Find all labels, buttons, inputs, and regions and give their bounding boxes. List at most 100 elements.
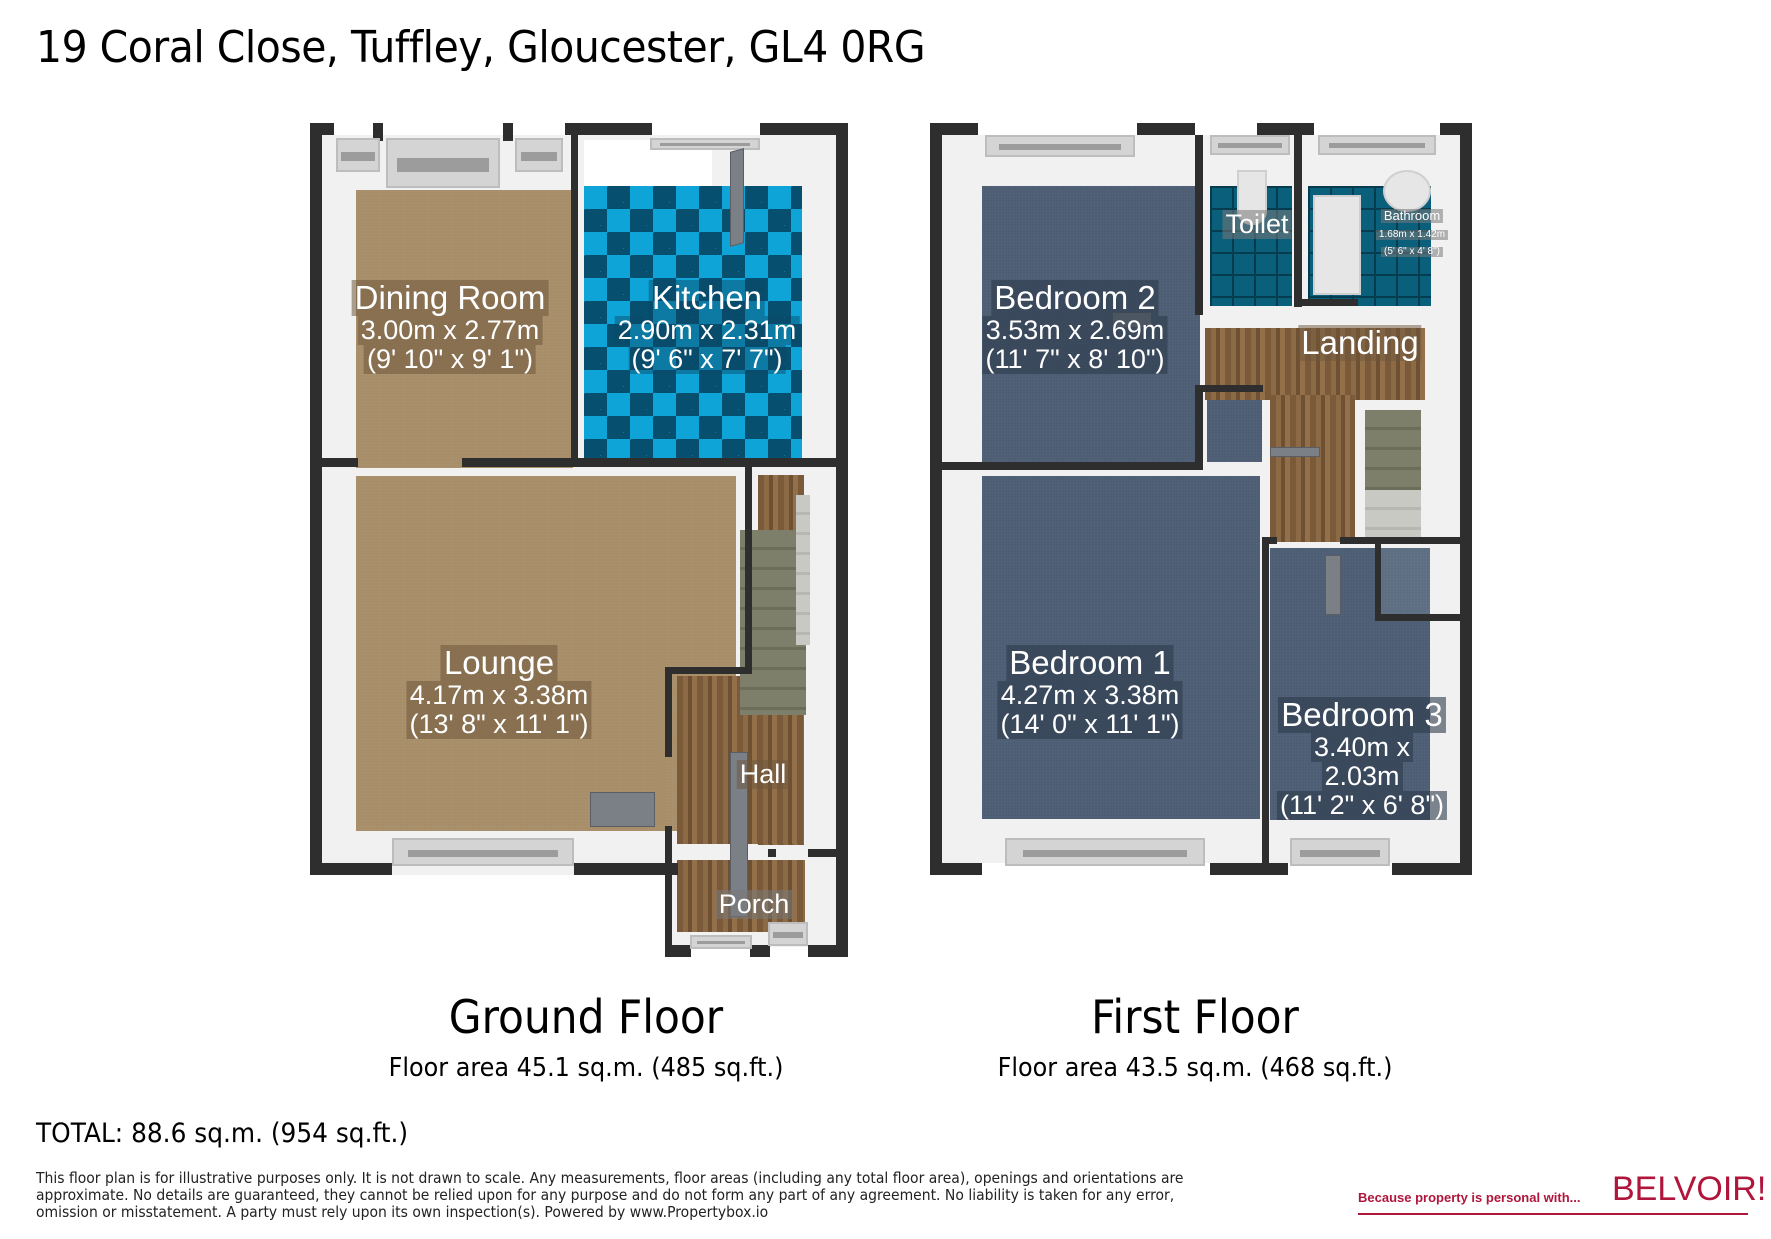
room-dimensions-metric: 1.68m x 1.42m [1375, 229, 1449, 241]
belvoir-logo: BELVOIR! [1612, 1170, 1767, 1208]
brand-tagline: Because property is personal with... [1358, 1190, 1581, 1205]
wall [574, 863, 678, 875]
patio-door [386, 138, 500, 188]
room-name: Landing [1298, 325, 1422, 361]
wall [310, 458, 358, 467]
room-label-dining-room: Dining Room 3.00m x 2.77m (9' 10" x 9' 1… [351, 280, 549, 374]
room-label-kitchen: Kitchen 2.90m x 2.31m (9' 6" x 7' 7") [614, 280, 800, 374]
window [768, 922, 808, 946]
cupboard-floor [1207, 400, 1262, 462]
wall [1262, 537, 1277, 544]
wall [745, 466, 752, 671]
wall [750, 945, 770, 957]
room-label-lounge: Lounge 4.17m x 3.38m (13' 8" x 11' 1") [406, 645, 592, 739]
wall [1257, 123, 1314, 135]
wall [1375, 544, 1381, 620]
room-dimensions-metric: 4.27m x 3.38m [997, 680, 1183, 710]
window [515, 138, 563, 172]
room-label-bedroom-2: Bedroom 2 3.53m x 2.69m (11' 7" x 8' 10"… [982, 280, 1168, 374]
room-label-porch: Porch [715, 889, 793, 920]
room-name: Hall [736, 759, 790, 790]
wardrobe-floor [1380, 548, 1430, 618]
first-floor-area: Floor area 43.5 sq.m. (468 sq.ft.) [997, 1053, 1393, 1083]
room-label-landing: Landing [1298, 325, 1422, 361]
wall [665, 667, 752, 674]
wall [1195, 135, 1203, 315]
wall [310, 123, 322, 875]
room-name: Bedroom 2 [991, 280, 1159, 316]
first-floor-plan: Bedroom 2 3.53m x 2.69m (11' 7" x 8' 10"… [930, 123, 1472, 875]
room-dimensions-metric: 3.00m x 2.77m [357, 315, 543, 345]
wall [310, 863, 392, 875]
door [1325, 555, 1341, 615]
stairs-rail [796, 495, 810, 645]
room-dimensions-metric: 3.40m x [1310, 732, 1414, 762]
wall [1137, 123, 1195, 135]
stairs [1365, 490, 1421, 540]
room-dimensions-imperial: (14' 0" x 11' 1") [997, 709, 1183, 739]
window [1005, 838, 1205, 866]
room-dimensions-imperial: (5' 6" x 4' 8") [1381, 246, 1443, 258]
room-dimensions-imperial: (11' 2" x 6' 8") [1276, 790, 1448, 821]
room-dimensions-imperial: (9' 10" x 9' 1") [363, 344, 537, 374]
landing-floor-lower [1270, 395, 1355, 542]
wall [1340, 537, 1472, 544]
wall [1294, 135, 1302, 307]
ground-floor-area: Floor area 45.1 sq.m. (485 sq.ft.) [388, 1053, 784, 1083]
wall [768, 849, 776, 857]
wall [808, 849, 848, 857]
window [1210, 135, 1290, 155]
wall [503, 123, 513, 141]
wall [665, 826, 672, 957]
room-dimensions-metric: 4.17m x 3.38m [406, 680, 592, 710]
wall [665, 945, 691, 957]
wall [930, 462, 1203, 470]
room-dimensions-metric: 2.03m [1321, 761, 1403, 791]
window [1290, 838, 1390, 866]
stairs [1365, 410, 1421, 490]
room-label-hall: Hall [736, 759, 790, 790]
window [1318, 135, 1436, 155]
window [650, 138, 760, 150]
wall [1392, 863, 1472, 875]
room-dimensions-imperial: (11' 7" x 8' 10") [982, 344, 1168, 374]
disclaimer: This floor plan is for illustrative purp… [36, 1169, 1184, 1221]
bath-tub [1313, 195, 1361, 295]
total-area: TOTAL: 88.6 sq.m. (954 sq.ft.) [36, 1118, 409, 1149]
wall [760, 123, 848, 135]
ground-floor-plan: Dining Room 3.00m x 2.77m (9' 10" x 9' 1… [0, 0, 900, 1000]
room-dimensions-metric: 3.53m x 2.69m [982, 315, 1168, 345]
wall [1210, 863, 1288, 875]
wall [1195, 385, 1263, 392]
room-dimensions-metric: 2.90m x 2.31m [614, 315, 800, 345]
wall [1294, 299, 1358, 306]
wall [930, 123, 978, 135]
toilet-floor [1210, 186, 1292, 306]
room-label-bedroom-1: Bedroom 1 4.27m x 3.38m (14' 0" x 11' 1"… [997, 645, 1183, 739]
wall [930, 123, 942, 875]
wall [665, 667, 672, 757]
room-label-toilet: Toilet [1222, 209, 1292, 240]
room-label-bedroom-3: Bedroom 3 3.40m x 2.03m (11' 2" x 6' 8") [1276, 697, 1448, 821]
wall [1460, 123, 1472, 875]
wall [1195, 388, 1203, 468]
room-name: Lounge [440, 645, 558, 681]
wall [373, 123, 383, 141]
room-name: Bedroom 3 [1278, 697, 1446, 733]
wall [1262, 538, 1269, 863]
window [985, 135, 1135, 157]
window [336, 138, 380, 172]
first-floor-title: First Floor [1091, 990, 1299, 1044]
room-name: Bedroom 1 [1006, 645, 1174, 681]
room-label-bathroom: Bathroom 1.68m x 1.42m (5' 6" x 4' 8") [1375, 208, 1449, 258]
room-dimensions-imperial: (13' 8" x 11' 1") [406, 709, 592, 739]
door [1270, 447, 1320, 457]
wall [1375, 614, 1465, 621]
room-name: Porch [715, 889, 793, 920]
ground-floor-title: Ground Floor [448, 990, 724, 1044]
room-name: Bathroom [1380, 209, 1444, 223]
wall [571, 135, 578, 460]
room-dimensions-imperial: (9' 6" x 7' 7") [628, 344, 786, 374]
window [392, 838, 574, 866]
wall [565, 123, 652, 135]
